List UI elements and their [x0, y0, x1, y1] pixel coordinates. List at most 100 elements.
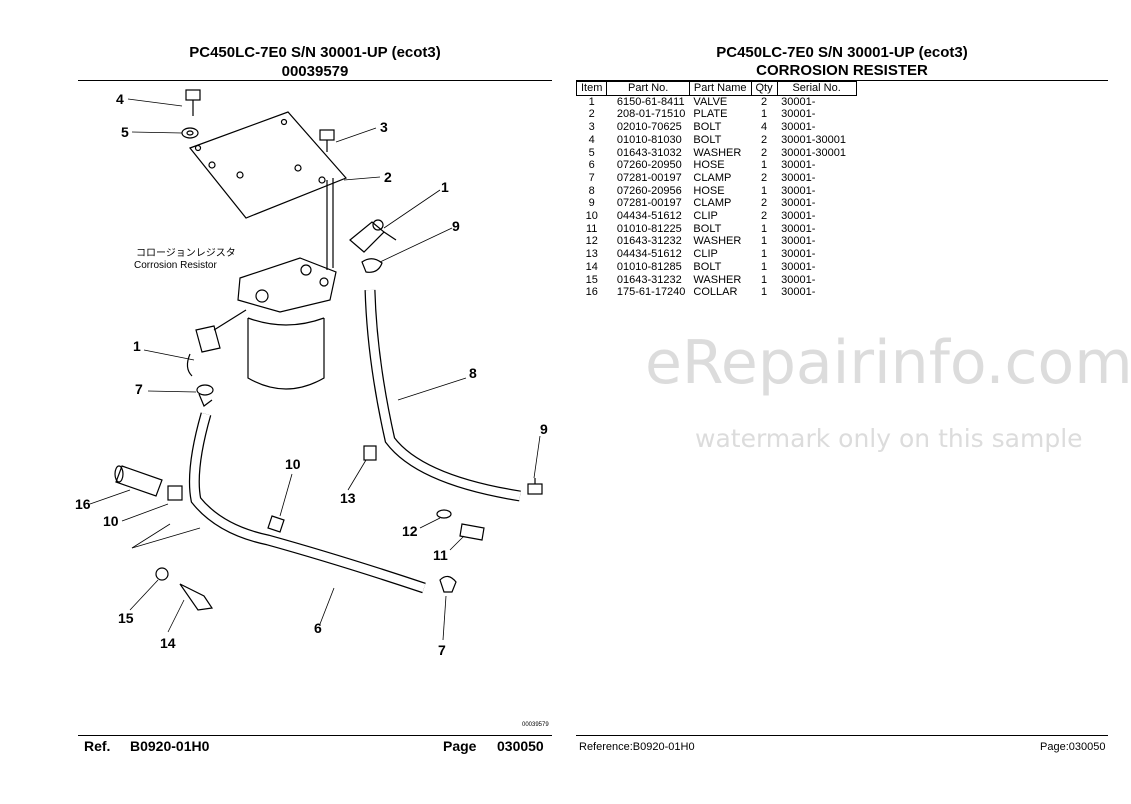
row-item: 2: [588, 108, 595, 121]
header-qty: Qty: [750, 81, 778, 96]
row-part-no: 01010-81285: [616, 260, 682, 273]
row-qty: 2: [761, 133, 768, 146]
row-part-no: 01643-31032: [616, 146, 682, 159]
diagram-label-en: Corrosion Resistor: [134, 260, 217, 271]
parts-table-header: Item Part No. Part Name Qty Serial No.: [575, 81, 857, 96]
row-part-no: 07281-00197: [616, 197, 682, 210]
callout-8: 8: [469, 365, 477, 381]
left-header-rule: [78, 80, 552, 81]
row-part-name: BOLT: [693, 121, 722, 134]
row-item: 13: [585, 248, 598, 261]
row-part-name: COLLAR: [693, 286, 738, 299]
row-part-no: 04434-51612: [616, 210, 682, 223]
header-part-name: Part Name: [688, 81, 752, 96]
row-serial-no: 30001-30001: [781, 146, 846, 159]
row-part-no: 01010-81225: [616, 222, 682, 235]
row-part-no: 07281-00197: [616, 171, 682, 184]
row-serial-no: 30001-: [781, 210, 816, 223]
header-serial-no: Serial No.: [776, 81, 857, 96]
callout-13: 13: [340, 490, 356, 506]
row-part-no: 175-61-17240: [616, 286, 686, 299]
row-item: 16: [585, 286, 598, 299]
callout-2: 2: [384, 169, 392, 185]
callout-10a: 10: [285, 456, 301, 472]
right-footer-rule: [576, 735, 1108, 736]
row-part-no: 04434-51612: [616, 248, 682, 261]
row-qty: 1: [761, 248, 768, 261]
parts-table-row: 3 02010-70625 BOLT 4 30001-: [577, 121, 857, 134]
row-serial-no: 30001-: [781, 222, 816, 235]
row-qty: 2: [761, 95, 768, 108]
row-part-name: WASHER: [693, 273, 742, 286]
row-item: 6: [588, 159, 595, 172]
callout-9b: 9: [540, 421, 548, 437]
callout-16: 16: [75, 496, 91, 512]
row-part-no: 02010-70625: [616, 121, 682, 134]
row-item: 10: [585, 210, 598, 223]
exploded-diagram: 4 5 3 2 1 9 1 7 8 9 10 16 10 13 12 11 15…: [75, 89, 549, 728]
row-serial-no: 30001-: [781, 121, 816, 134]
row-part-name: BOLT: [693, 260, 722, 273]
diagram-label-jp: コロージョンレジスタ: [136, 247, 236, 259]
row-qty: 4: [761, 121, 768, 134]
row-serial-no: 30001-: [781, 286, 816, 299]
row-part-name: HOSE: [693, 159, 725, 172]
row-part-name: CLIP: [693, 248, 718, 261]
row-serial-no: 30001-: [781, 95, 816, 108]
row-part-no: 01643-31232: [616, 273, 682, 286]
callout-11: 11: [433, 547, 448, 563]
callout-15: 15: [118, 610, 134, 626]
row-part-name: BOLT: [693, 222, 722, 235]
row-part-no: 07260-20956: [616, 184, 682, 197]
row-qty: 2: [761, 146, 768, 159]
row-serial-no: 30001-: [781, 235, 816, 248]
left-footer-page-value: 030050: [497, 738, 544, 754]
callout-4: 4: [116, 91, 124, 107]
watermark-main: eRepairinfo.com: [645, 328, 1131, 398]
row-part-no: 07260-20950: [616, 159, 682, 172]
row-serial-no: 30001-: [781, 248, 816, 261]
row-item: 7: [588, 171, 595, 184]
header-part-no: Part No.: [606, 81, 690, 96]
row-part-name: HOSE: [693, 184, 725, 197]
row-serial-no: 30001-: [781, 159, 816, 172]
callout-7a: 7: [135, 381, 143, 397]
callout-7b: 7: [438, 642, 446, 658]
collar-16: [115, 465, 163, 497]
row-serial-no: 30001-: [781, 184, 816, 197]
row-part-no: 01643-31232: [616, 235, 682, 248]
parts-table-row: 13 04434-51612 CLIP 1 30001-: [577, 248, 857, 261]
right-header-rule: [576, 80, 1108, 81]
left-footer-ref-label: Ref.: [84, 738, 111, 754]
row-serial-no: 30001-: [781, 260, 816, 273]
row-qty: 1: [761, 108, 768, 121]
row-serial-no: 30001-: [781, 108, 816, 121]
row-item: 11: [585, 222, 598, 235]
row-qty: 2: [761, 197, 768, 210]
row-item: 3: [588, 121, 595, 134]
row-part-name: BOLT: [693, 133, 722, 146]
row-item: 15: [585, 273, 598, 286]
header-item: Item: [575, 81, 608, 96]
row-item: 5: [588, 146, 595, 159]
right-title: PC450LC-7E0 S/N 30001-UP (ecot3): [716, 44, 968, 61]
row-qty: 1: [761, 235, 768, 248]
row-item: 4: [588, 133, 595, 146]
right-footer-reference: Reference:B0920-01H0: [579, 741, 695, 753]
right-footer-page: Page:030050: [1040, 741, 1106, 753]
parts-table: Item Part No. Part Name Qty Serial No. 1…: [575, 81, 857, 299]
row-serial-no: 30001-: [781, 171, 816, 184]
row-item: 1: [588, 95, 595, 108]
row-part-no: 6150-61-8411: [616, 95, 685, 108]
callout-14: 14: [160, 635, 176, 651]
row-serial-no: 30001-: [781, 273, 816, 286]
row-qty: 1: [761, 184, 768, 197]
row-qty: 2: [761, 210, 768, 223]
